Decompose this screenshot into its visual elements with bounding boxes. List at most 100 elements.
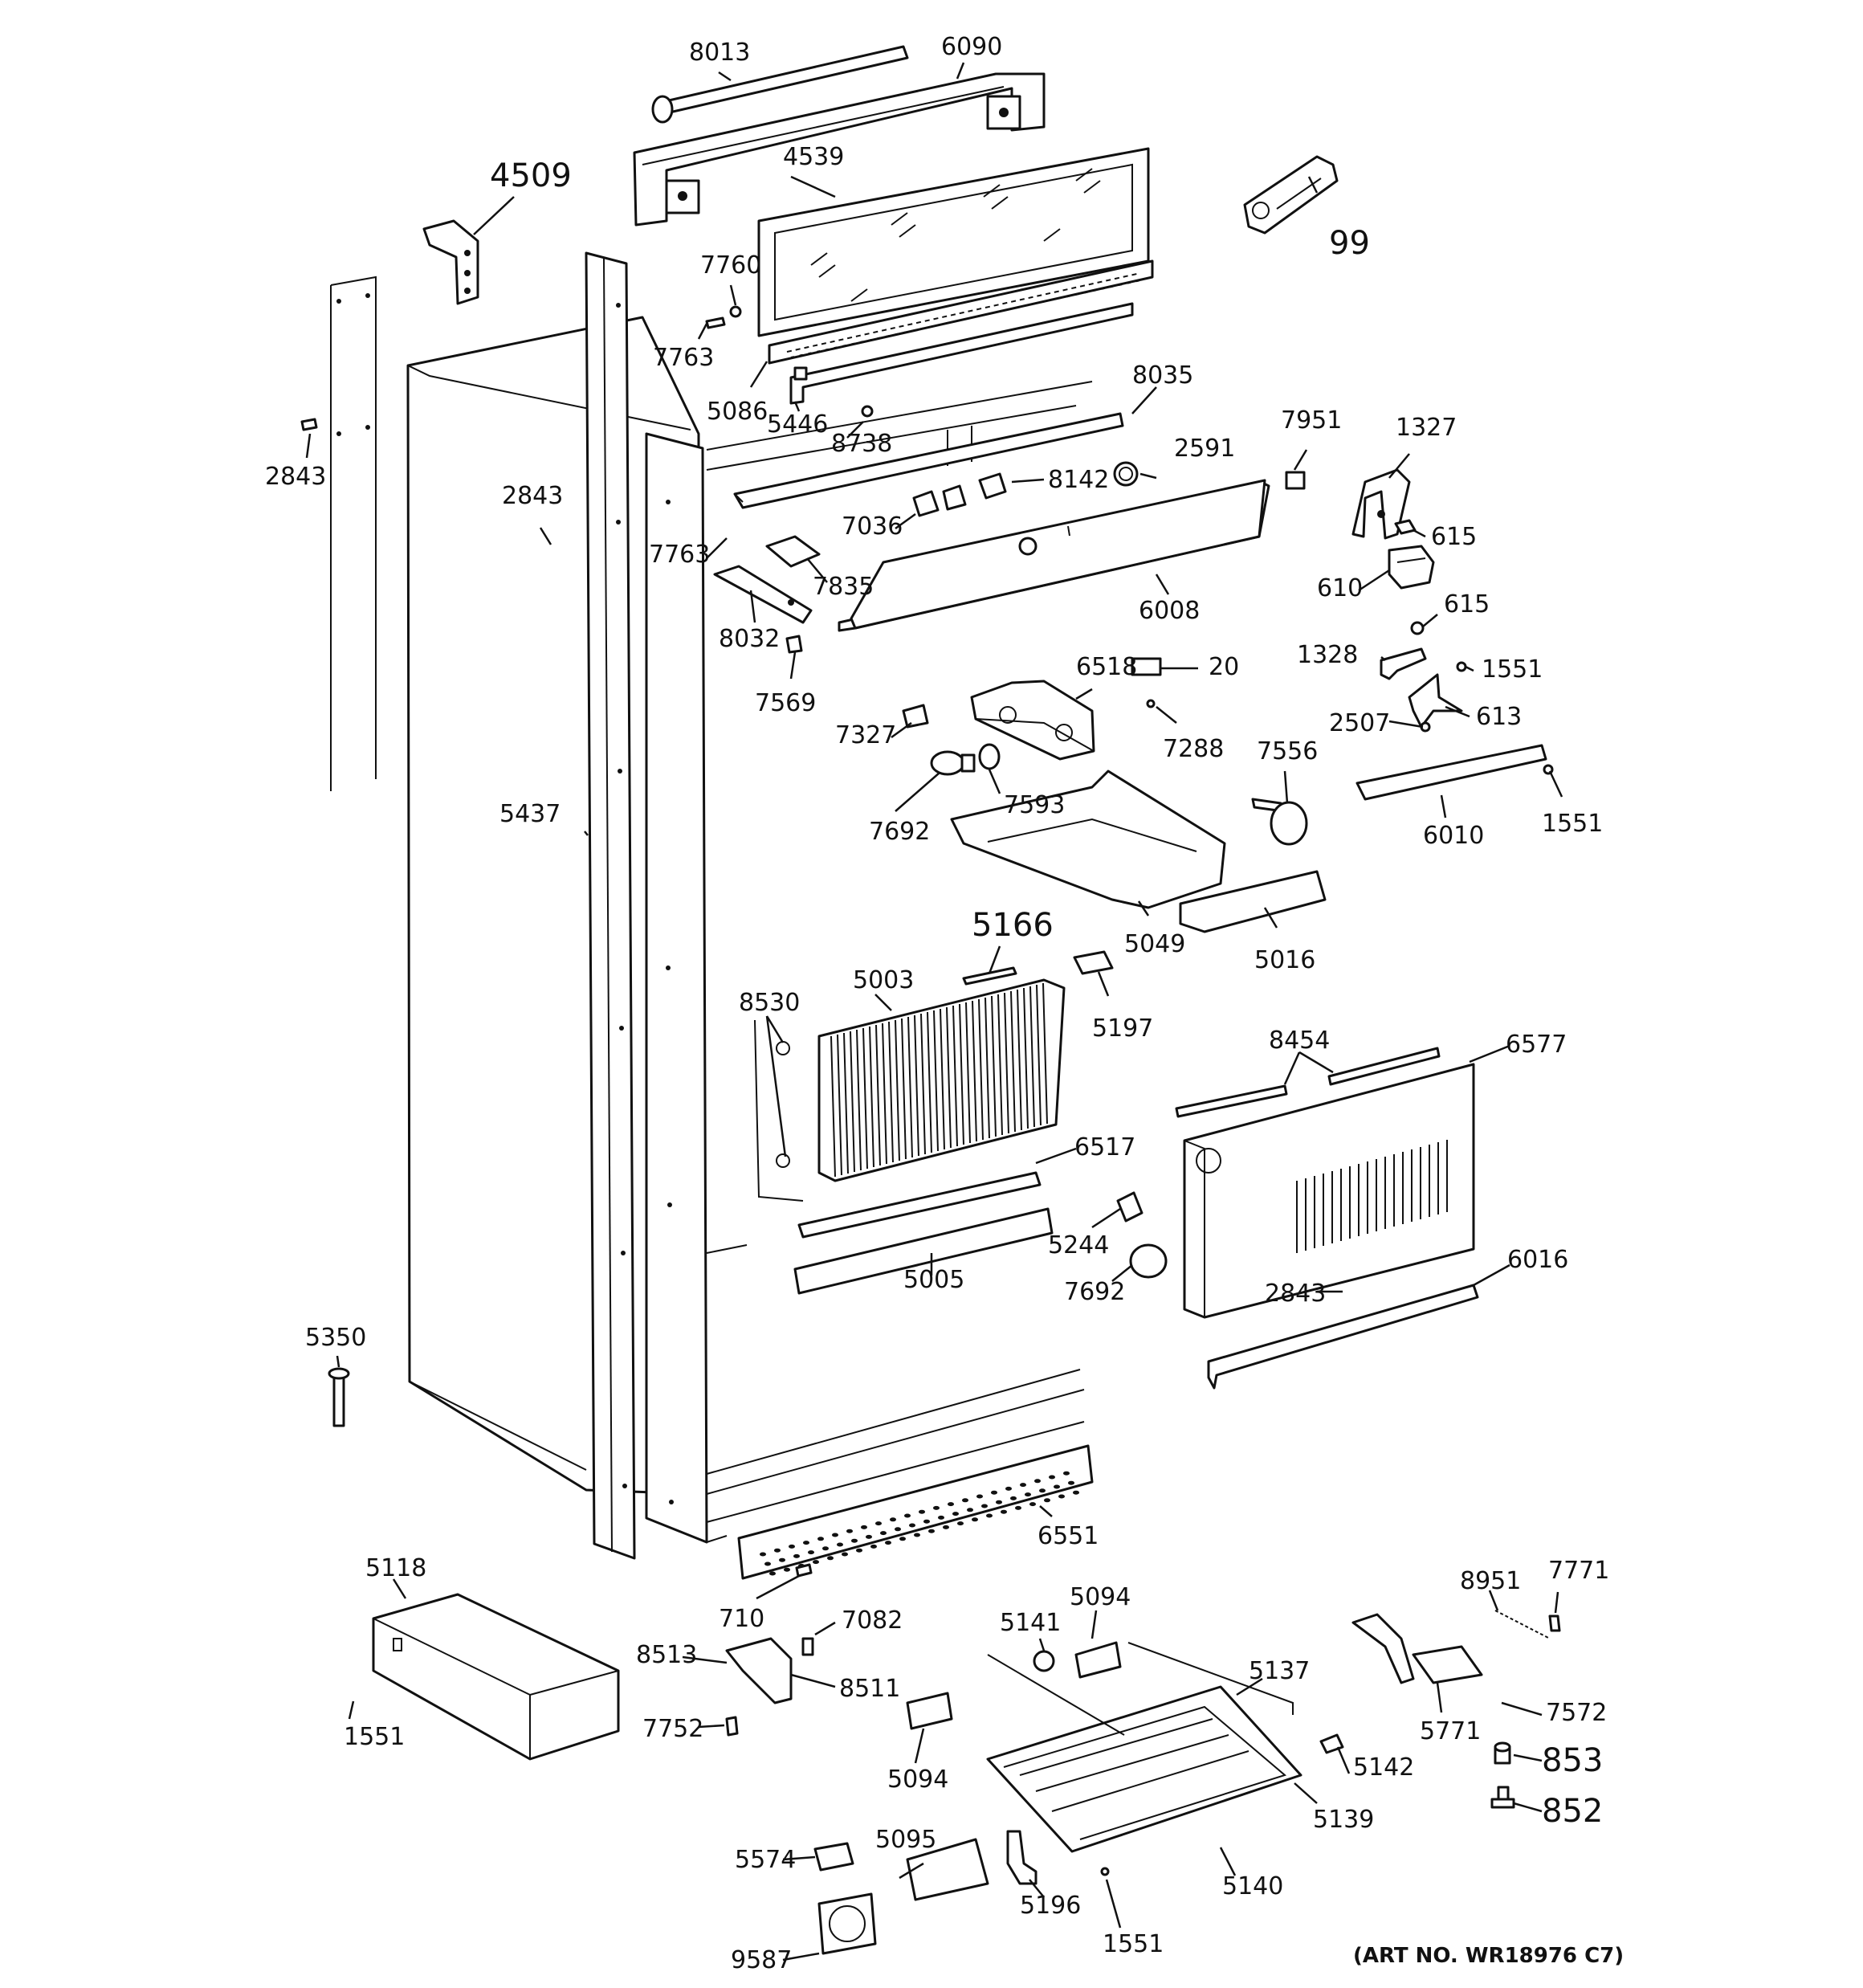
callout-7082: 7082 bbox=[842, 1606, 903, 1635]
callout-8530: 8530 bbox=[739, 989, 800, 1017]
callout-5003: 5003 bbox=[853, 966, 914, 994]
callout-5142: 5142 bbox=[1353, 1753, 1414, 1782]
callout-5139: 5139 bbox=[1313, 1806, 1374, 1834]
perforated-strip bbox=[768, 259, 1154, 365]
callout-6016: 6016 bbox=[1507, 1246, 1568, 1274]
callout-5049: 5049 bbox=[1124, 930, 1185, 958]
gasket-strip-right bbox=[1327, 1047, 1441, 1086]
logo-badge bbox=[1243, 155, 1339, 235]
callout-8013: 8013 bbox=[689, 39, 750, 67]
callout-5437: 5437 bbox=[499, 800, 561, 828]
callout-5086: 5086 bbox=[707, 398, 768, 426]
small-fasteners bbox=[705, 305, 874, 418]
callout-4509: 4509 bbox=[490, 157, 572, 194]
callout-7771: 7771 bbox=[1548, 1557, 1609, 1585]
art-number: (ART NO. WR18976 C7) bbox=[1353, 1944, 1624, 1968]
callout-7692-upper: 7692 bbox=[869, 818, 930, 846]
callout-1551-right: 1551 bbox=[1542, 810, 1603, 838]
light-brackets bbox=[713, 535, 821, 654]
defrost-heater-pan bbox=[986, 1642, 1302, 1853]
callout-5574: 5574 bbox=[735, 1846, 796, 1874]
left-vertical-trim bbox=[300, 276, 564, 791]
vertical-channel-strip bbox=[585, 251, 636, 1560]
callout-6518: 6518 bbox=[1076, 653, 1137, 681]
callout-1328: 1328 bbox=[1297, 641, 1358, 669]
trim-strip bbox=[789, 302, 1134, 405]
callout-5196: 5196 bbox=[1020, 1892, 1081, 1920]
callout-5197: 5197 bbox=[1092, 1014, 1153, 1043]
callout-99: 99 bbox=[1329, 225, 1370, 262]
callout-8511: 8511 bbox=[839, 1675, 900, 1703]
callout-8035: 8035 bbox=[1132, 361, 1193, 390]
callout-7763-upper: 7763 bbox=[653, 344, 714, 372]
callout-5166: 5166 bbox=[972, 907, 1054, 944]
base-grille bbox=[737, 1444, 1094, 1580]
lower-hardware bbox=[725, 1563, 1344, 1955]
callout-6010: 6010 bbox=[1423, 822, 1484, 850]
lower-bulb bbox=[1116, 1191, 1168, 1279]
callout-7327: 7327 bbox=[835, 721, 896, 749]
top-trim-channel bbox=[633, 45, 1046, 227]
light-bulb-assembly bbox=[902, 704, 1001, 776]
evaporator-coil bbox=[754, 978, 1066, 1202]
callout-1551-bottom: 1551 bbox=[1103, 1930, 1164, 1958]
callout-5094-upper: 5094 bbox=[1070, 1583, 1131, 1611]
callout-6090: 6090 bbox=[941, 33, 1002, 61]
sensor-strip bbox=[962, 966, 1017, 986]
callout-7951: 7951 bbox=[1281, 406, 1342, 435]
callout-8738: 8738 bbox=[831, 430, 892, 458]
parts-drawing bbox=[300, 45, 1563, 1961]
callout-5350: 5350 bbox=[305, 1324, 366, 1352]
callout-7835: 7835 bbox=[813, 573, 874, 601]
callout-8454: 8454 bbox=[1269, 1027, 1330, 1055]
leveling-leg bbox=[328, 1367, 350, 1427]
callout-9587: 9587 bbox=[731, 1946, 792, 1974]
callout-7569: 7569 bbox=[755, 689, 816, 717]
control-housing bbox=[838, 479, 1270, 632]
callout-1327: 1327 bbox=[1396, 414, 1457, 442]
drain-pans bbox=[793, 1171, 1054, 1295]
callout-7763-mid: 7763 bbox=[649, 541, 710, 569]
callout-1551-left: 1551 bbox=[344, 1723, 405, 1751]
callout-5094-lower: 5094 bbox=[887, 1766, 948, 1794]
light-lens bbox=[1179, 870, 1327, 933]
callout-5095: 5095 bbox=[875, 1826, 936, 1854]
callout-6551: 6551 bbox=[1037, 1522, 1099, 1550]
callout-4539: 4539 bbox=[783, 143, 844, 171]
light-tray bbox=[950, 769, 1226, 909]
callout-7752: 7752 bbox=[642, 1715, 703, 1743]
callout-5141: 5141 bbox=[1000, 1609, 1061, 1637]
callout-2843-left: 2843 bbox=[265, 463, 326, 491]
callout-2843-mid: 2843 bbox=[502, 482, 563, 510]
door-switch bbox=[1285, 471, 1306, 490]
callout-615-lower: 615 bbox=[1444, 590, 1490, 618]
thermostat-controls bbox=[912, 472, 1007, 517]
callout-610: 610 bbox=[1317, 574, 1363, 602]
callout-5016: 5016 bbox=[1254, 946, 1315, 974]
callout-2591: 2591 bbox=[1174, 435, 1235, 463]
callout-613: 613 bbox=[1476, 703, 1522, 731]
callout-5446: 5446 bbox=[767, 410, 828, 439]
callout-6577: 6577 bbox=[1506, 1031, 1567, 1059]
defrost-thermostat bbox=[1073, 950, 1114, 975]
gasket-strip-left bbox=[1175, 1084, 1288, 1118]
liner-frame bbox=[645, 381, 1093, 1544]
callout-7556: 7556 bbox=[1257, 737, 1318, 765]
water-valve-assembly bbox=[1351, 1610, 1561, 1809]
light-housing bbox=[970, 657, 1162, 761]
callout-7593: 7593 bbox=[1004, 791, 1065, 819]
callout-710: 710 bbox=[719, 1605, 764, 1633]
callout-6517: 6517 bbox=[1074, 1133, 1135, 1161]
callout-2843-lower: 2843 bbox=[1265, 1280, 1326, 1308]
callout-5140: 5140 bbox=[1222, 1872, 1283, 1900]
callout-852: 852 bbox=[1542, 1793, 1603, 1830]
callout-615-upper: 615 bbox=[1431, 523, 1477, 551]
side-bracket bbox=[422, 219, 479, 305]
leader-lines bbox=[305, 62, 1563, 1961]
callout-2507: 2507 bbox=[1329, 709, 1390, 737]
callout-7760: 7760 bbox=[700, 251, 761, 280]
callout-8142: 8142 bbox=[1048, 466, 1109, 494]
callout-5137: 5137 bbox=[1249, 1657, 1310, 1685]
fan-motor-assembly bbox=[1351, 468, 1467, 733]
